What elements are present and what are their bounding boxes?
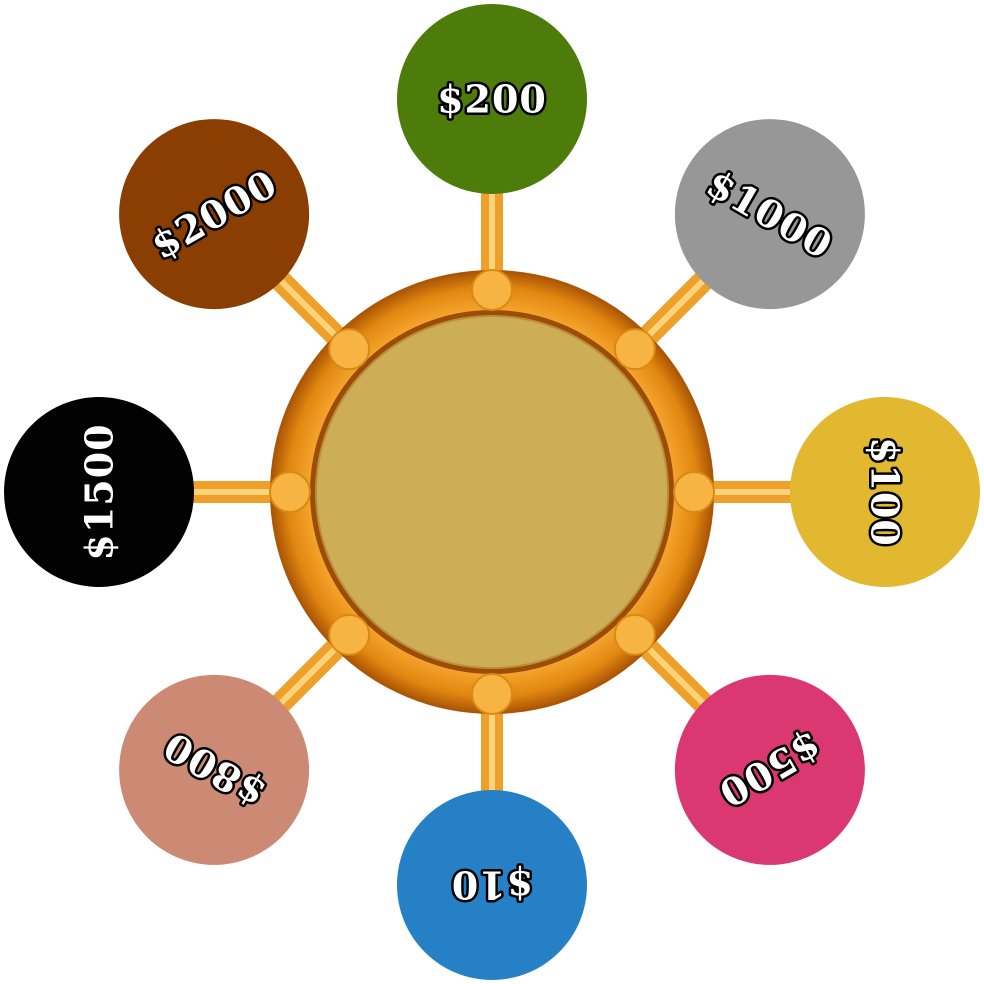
- prize-slot-1000[interactable]: $1000: [674, 119, 865, 310]
- prize-circle[interactable]: [674, 674, 865, 865]
- prize-label: $100: [863, 437, 908, 547]
- ring-knob: [673, 471, 715, 513]
- wheel-spoke-highlight: [644, 273, 711, 340]
- ring-knob: [269, 471, 311, 513]
- ring-knob: [328, 328, 371, 371]
- prize-slot-1500[interactable]: $1500: [4, 397, 194, 587]
- ring-knob: [613, 328, 656, 371]
- prize-circle[interactable]: [397, 790, 587, 980]
- prize-circle[interactable]: [4, 397, 194, 587]
- prize-circle[interactable]: [790, 397, 980, 587]
- prize-slot-200[interactable]: $200: [397, 4, 587, 194]
- prize-circle[interactable]: [119, 674, 310, 865]
- wheel-spoke-highlight: [273, 644, 340, 711]
- prize-slot-500[interactable]: $500: [674, 674, 865, 865]
- prize-slot-10[interactable]: $10: [397, 790, 587, 980]
- wheel-spoke-highlight: [273, 273, 340, 340]
- prize-label: $200: [437, 77, 547, 122]
- prize-circle[interactable]: [674, 119, 865, 310]
- wheel-hub: [315, 315, 669, 669]
- prize-label: $1500: [77, 423, 122, 560]
- prize-slot-2000[interactable]: $2000: [119, 119, 310, 310]
- prize-circle[interactable]: [397, 4, 587, 194]
- prize-circles: $200 $1000 $100 $500 $10 $800 $1500 $2000: [4, 4, 980, 980]
- ring-knob: [471, 673, 513, 715]
- ring-knob: [328, 613, 371, 656]
- wheel-spoke-highlight: [644, 644, 711, 711]
- ring-knobs: [269, 269, 715, 715]
- prize-label: $10: [451, 863, 533, 908]
- wheel-spokes: [186, 186, 798, 798]
- ring-knob: [471, 269, 513, 311]
- ring-knob: [613, 613, 656, 656]
- prize-slot-100[interactable]: $100: [790, 397, 980, 587]
- prize-slot-800[interactable]: $800: [119, 674, 310, 865]
- prize-circle[interactable]: [119, 119, 310, 310]
